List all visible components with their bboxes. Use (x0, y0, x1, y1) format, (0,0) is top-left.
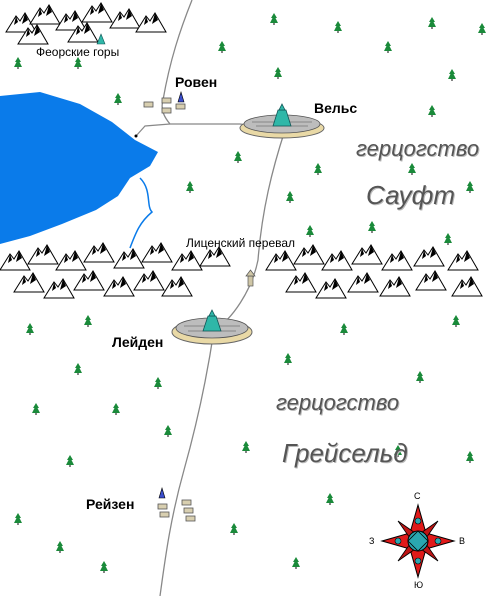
compass-rose-icon (380, 503, 456, 579)
label-reizen: Рейзен (86, 496, 135, 512)
forest (14, 13, 486, 573)
compass-west: З (369, 536, 375, 546)
feor-marker-icon (96, 33, 106, 45)
city-vels (239, 103, 325, 139)
village-reizen (157, 486, 196, 522)
city-leiden (171, 309, 253, 345)
road-branch (135, 123, 171, 137)
label-vels: Вельс (314, 100, 358, 116)
label-duchy-grey-name: Грейсельд (282, 438, 408, 468)
label-licen-pass: Лиценский перевал (186, 236, 296, 250)
pass-tower-icon (245, 269, 256, 287)
lake (0, 92, 158, 244)
compass-east: В (459, 536, 466, 546)
label-duchy-south-word: герцогство (356, 136, 480, 161)
label-feor-mountains: Феорские горы (36, 45, 120, 59)
river (129, 177, 154, 249)
label-duchy-south-name: Сауфт (366, 180, 456, 210)
feor-mountains (5, 2, 167, 45)
central-mountains (0, 242, 483, 299)
label-duchy-grey-word: герцогство (276, 390, 400, 415)
compass-south: Ю (414, 580, 424, 590)
compass-north: С (414, 491, 421, 501)
label-roven: Ровен (175, 74, 218, 90)
label-leiden: Лейден (112, 334, 164, 350)
village-roven (143, 90, 186, 114)
